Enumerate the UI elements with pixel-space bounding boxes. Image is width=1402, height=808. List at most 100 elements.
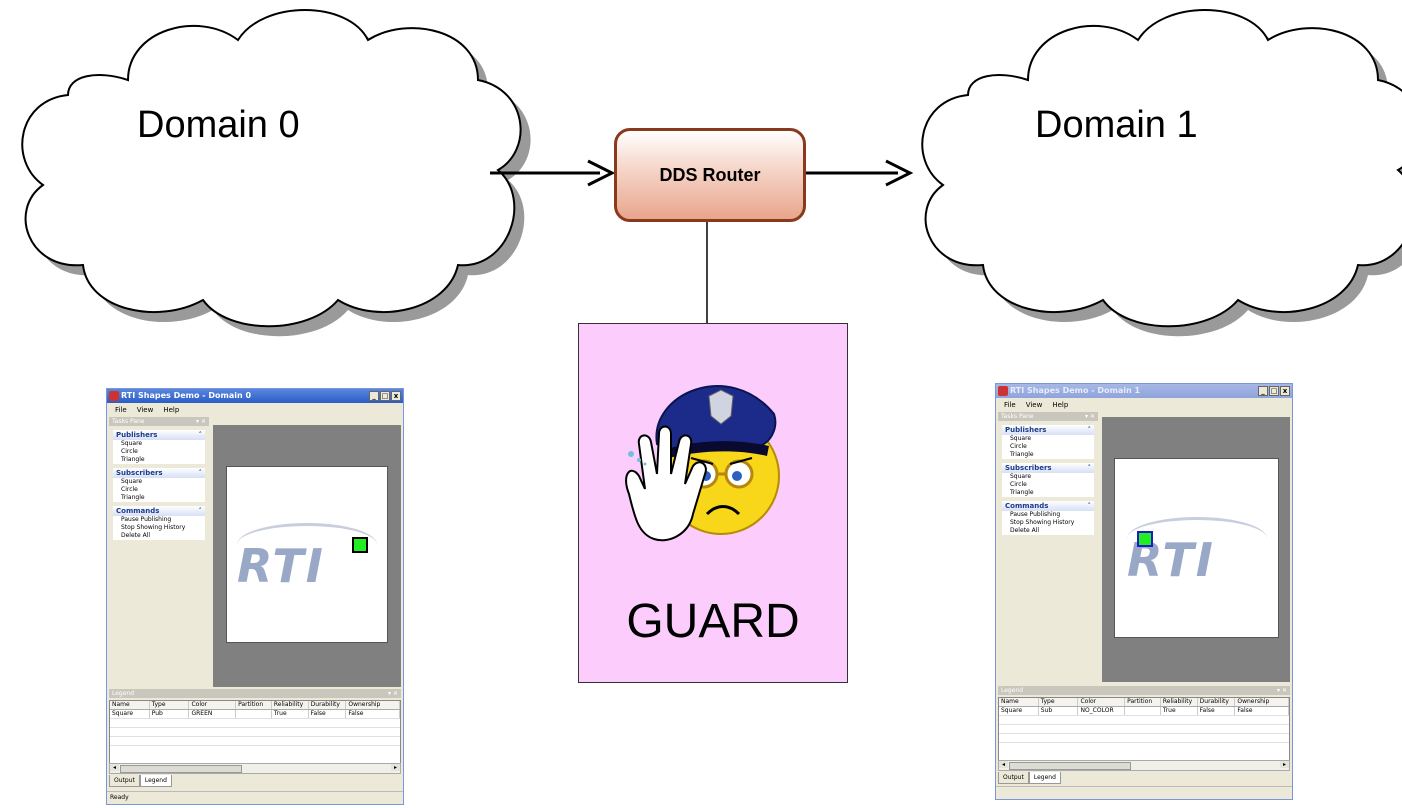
publish-triangle[interactable]: Triangle	[1010, 451, 1034, 458]
table-header-row: Name Type Color Partition Reliability Du…	[999, 698, 1289, 707]
legend-header: Legend ▾ ✕	[109, 689, 401, 698]
col-color[interactable]: Color	[189, 701, 237, 709]
maximize-button[interactable]: □	[1269, 386, 1279, 396]
menu-help[interactable]: Help	[1052, 401, 1069, 409]
close-button[interactable]: x	[1280, 386, 1290, 396]
legend-table: Name Type Color Partition Reliability Du…	[109, 700, 401, 764]
close-button[interactable]: x	[391, 391, 401, 401]
maximize-button[interactable]: □	[380, 391, 390, 401]
col-durability[interactable]: Durability	[309, 701, 347, 709]
shapes-demo-window-domain-1[interactable]: RTI Shapes Demo - Domain 1 _ □ x File Vi…	[995, 383, 1293, 800]
publishers-group: Publishers˄ Square Circle Triangle	[1002, 425, 1094, 459]
col-name[interactable]: Name	[110, 701, 150, 709]
scroll-right-icon[interactable]: ▸	[1280, 761, 1289, 768]
menu-view[interactable]: View	[136, 406, 154, 414]
delete-all[interactable]: Delete All	[121, 532, 151, 539]
subscribe-triangle[interactable]: Triangle	[1010, 489, 1034, 496]
publish-square[interactable]: Square	[1010, 435, 1032, 442]
collapse-icon: ˄	[198, 469, 203, 477]
stop-showing-history[interactable]: Stop Showing History	[1010, 519, 1075, 526]
table-row-empty	[110, 728, 400, 737]
publish-triangle[interactable]: Triangle	[121, 456, 145, 463]
publishers-header[interactable]: Publishers˄	[1002, 425, 1094, 435]
legend-close-icon[interactable]: ▾ ✕	[388, 690, 398, 697]
horizontal-scrollbar[interactable]: ◂ ▸	[998, 760, 1290, 771]
col-color[interactable]: Color	[1078, 698, 1126, 706]
subscribe-circle[interactable]: Circle	[1010, 481, 1027, 488]
col-partition[interactable]: Partition	[1125, 698, 1161, 706]
pane-close-icon[interactable]: ▾ ✕	[196, 418, 206, 425]
window-title: RTI Shapes Demo - Domain 0	[121, 391, 252, 400]
table-row-empty	[110, 737, 400, 746]
col-ownership[interactable]: Ownership	[1235, 698, 1289, 706]
stop-showing-history[interactable]: Stop Showing History	[121, 524, 186, 531]
subscribe-triangle[interactable]: Triangle	[121, 494, 145, 501]
pause-publishing[interactable]: Pause Publishing	[121, 516, 172, 523]
subscribers-group: Subscribers˄ Square Circle Triangle	[1002, 463, 1094, 497]
commands-header[interactable]: Commands˄	[1002, 501, 1094, 511]
green-square-shape[interactable]	[352, 537, 368, 553]
guard-label: GUARD	[626, 595, 800, 648]
domain-1-label: Domain 1	[1035, 104, 1198, 146]
scrollbar-thumb[interactable]	[1009, 762, 1131, 770]
window-titlebar[interactable]: RTI Shapes Demo - Domain 0 _ □ x	[107, 389, 403, 403]
legend-close-icon[interactable]: ▾ ✕	[1277, 687, 1287, 694]
minimize-button[interactable]: _	[1258, 386, 1268, 396]
scroll-right-icon[interactable]: ▸	[391, 764, 400, 771]
subscribers-header[interactable]: Subscribers˄	[113, 468, 205, 478]
col-name[interactable]: Name	[999, 698, 1039, 706]
menu-bar: File View Help	[996, 399, 1292, 411]
tab-legend[interactable]: Legend	[139, 775, 172, 787]
col-ownership[interactable]: Ownership	[346, 701, 400, 709]
scroll-left-icon[interactable]: ◂	[999, 761, 1008, 768]
col-reliability[interactable]: Reliability	[272, 701, 309, 709]
menu-view[interactable]: View	[1025, 401, 1043, 409]
subscribe-square[interactable]: Square	[1010, 473, 1032, 480]
menu-file[interactable]: File	[115, 406, 127, 414]
publish-circle[interactable]: Circle	[1010, 443, 1027, 450]
window-titlebar[interactable]: RTI Shapes Demo - Domain 1 _ □ x	[996, 384, 1292, 398]
publishers-header[interactable]: Publishers˄	[113, 430, 205, 440]
menu-help[interactable]: Help	[163, 406, 180, 414]
horizontal-scrollbar[interactable]: ◂ ▸	[109, 763, 401, 774]
shapes-canvas[interactable]: RTI	[1114, 458, 1279, 638]
delete-all[interactable]: Delete All	[1010, 527, 1040, 534]
col-reliability[interactable]: Reliability	[1161, 698, 1198, 706]
subscribers-header[interactable]: Subscribers˄	[1002, 463, 1094, 473]
publishers-group: Publishers˄ Square Circle Triangle	[113, 430, 205, 464]
scroll-left-icon[interactable]: ◂	[110, 764, 119, 771]
collapse-icon: ˄	[198, 431, 203, 439]
tasks-pane-header: Tasks Pane ▾ ✕	[998, 412, 1098, 421]
tasks-pane: Tasks Pane ▾ ✕ Publishers˄ Square Circle…	[998, 412, 1098, 670]
commands-group: Commands˄ Pause Publishing Stop Showing …	[113, 506, 205, 540]
tab-output[interactable]: Output	[998, 772, 1029, 784]
table-row[interactable]: Square Sub NO_COLOR True False False	[999, 707, 1289, 716]
pause-publishing[interactable]: Pause Publishing	[1010, 511, 1061, 518]
minimize-button[interactable]: _	[369, 391, 379, 401]
subscribe-circle[interactable]: Circle	[121, 486, 138, 493]
commands-group: Commands˄ Pause Publishing Stop Showing …	[1002, 501, 1094, 535]
green-square-shape[interactable]	[1137, 531, 1153, 547]
scrollbar-thumb[interactable]	[120, 765, 242, 773]
table-row[interactable]: Square Pub GREEN True False False	[110, 710, 400, 719]
col-type[interactable]: Type	[150, 701, 190, 709]
tab-output[interactable]: Output	[109, 775, 140, 787]
legend-title: Legend	[1001, 687, 1024, 694]
logo-swoosh	[1127, 517, 1267, 560]
pane-close-icon[interactable]: ▾ ✕	[1085, 413, 1095, 420]
commands-header[interactable]: Commands˄	[113, 506, 205, 516]
shapes-canvas[interactable]: RTI	[226, 466, 388, 643]
tasks-pane: Tasks Pane ▾ ✕ Publishers˄ Square Circle…	[109, 417, 209, 675]
publish-square[interactable]: Square	[121, 440, 143, 447]
canvas-area: RTI	[213, 425, 401, 687]
subscribe-square[interactable]: Square	[121, 478, 143, 485]
col-durability[interactable]: Durability	[1198, 698, 1236, 706]
shapes-demo-window-domain-0[interactable]: RTI Shapes Demo - Domain 0 _ □ x File Vi…	[106, 388, 404, 805]
publish-circle[interactable]: Circle	[121, 448, 138, 455]
col-partition[interactable]: Partition	[236, 701, 272, 709]
guard-box: GUARD	[578, 323, 848, 683]
menu-file[interactable]: File	[1004, 401, 1016, 409]
col-type[interactable]: Type	[1039, 698, 1079, 706]
tab-legend[interactable]: Legend	[1028, 772, 1061, 784]
subscribers-group: Subscribers˄ Square Circle Triangle	[113, 468, 205, 502]
